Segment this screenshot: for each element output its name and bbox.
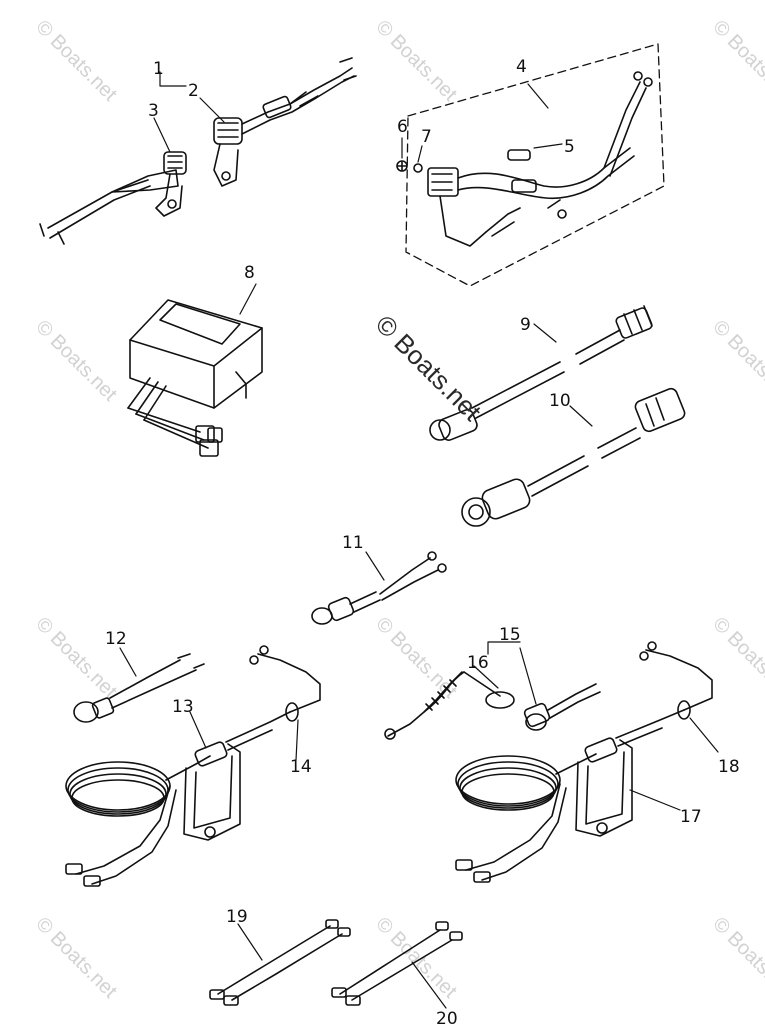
callout-1: 1 xyxy=(153,59,164,79)
part-kit-box xyxy=(396,43,665,287)
callout-10: 10 xyxy=(549,391,571,411)
watermark-text: © Boats.net xyxy=(31,913,121,1003)
callout-20: 20 xyxy=(436,1009,458,1029)
callout-19: 19 xyxy=(226,907,248,927)
part-main-harness-left xyxy=(65,645,321,887)
part-extension-cable-9 xyxy=(429,305,653,441)
watermark-text: © Boats.net xyxy=(708,613,765,703)
watermark-text: © Boats.net xyxy=(708,913,765,1003)
callout-2: 2 xyxy=(188,81,199,101)
callout-6: 6 xyxy=(397,117,408,137)
part-control-box xyxy=(127,283,263,457)
callout-8: 8 xyxy=(244,263,255,283)
watermark-center: © Boats.net xyxy=(370,309,488,427)
callout-4: 4 xyxy=(516,57,527,77)
part-main-harness-right xyxy=(455,641,719,883)
callout-17: 17 xyxy=(680,807,702,827)
watermark-text: © Boats.net xyxy=(31,16,121,106)
part-switch-15-16 xyxy=(384,641,601,740)
part-leads-20 xyxy=(331,921,463,1009)
callout-9: 9 xyxy=(520,315,531,335)
watermark-text: © Boats.net xyxy=(31,613,121,703)
part-pigtail-11 xyxy=(311,551,447,625)
callout-16: 16 xyxy=(467,653,489,673)
callout-layer: 1 2 3 4 5 6 7 8 9 10 11 12 13 14 15 16 1… xyxy=(105,57,740,1029)
callout-7: 7 xyxy=(421,127,432,147)
part-switch-harness xyxy=(39,57,357,245)
watermark-text: © Boats.net xyxy=(371,16,461,106)
part-switch-12 xyxy=(73,647,205,723)
callout-11: 11 xyxy=(342,533,364,553)
callout-14: 14 xyxy=(290,757,312,777)
watermark-text: © Boats.net xyxy=(708,16,765,106)
callout-18: 18 xyxy=(718,757,740,777)
callout-3: 3 xyxy=(148,101,159,121)
callout-5: 5 xyxy=(564,137,575,157)
callout-13: 13 xyxy=(172,697,194,717)
callout-15: 15 xyxy=(499,625,521,645)
watermark-text: © Boats.net xyxy=(31,316,121,406)
part-extension-cable-10 xyxy=(461,387,686,527)
callout-12: 12 xyxy=(105,629,127,649)
watermark-text: © Boats.net xyxy=(708,316,765,406)
part-leads-19 xyxy=(209,919,351,1006)
